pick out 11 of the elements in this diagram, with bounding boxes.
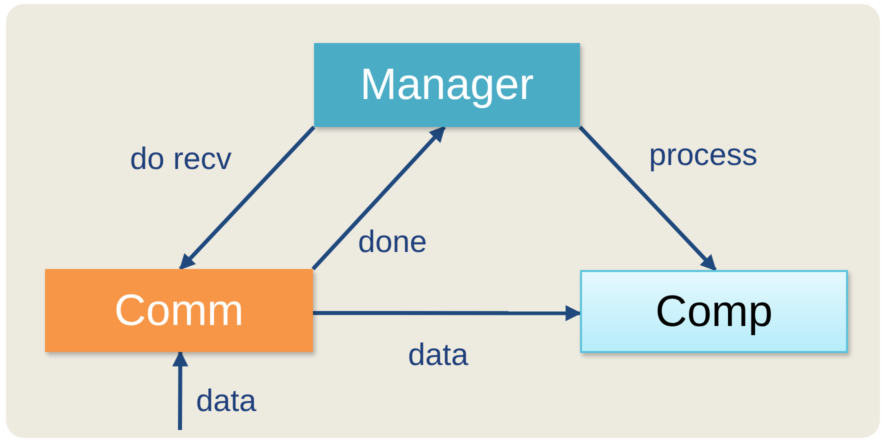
node-label: Comp [655,286,773,336]
process-box [580,270,848,353]
arrow [172,350,188,430]
arrow [313,305,582,322]
arrow [578,126,717,272]
arrow [178,126,316,270]
process-box [45,269,313,352]
node-label: Manager [360,60,534,110]
arrow [312,126,446,270]
node-label: Comm [114,286,244,336]
manager-box [314,43,580,127]
